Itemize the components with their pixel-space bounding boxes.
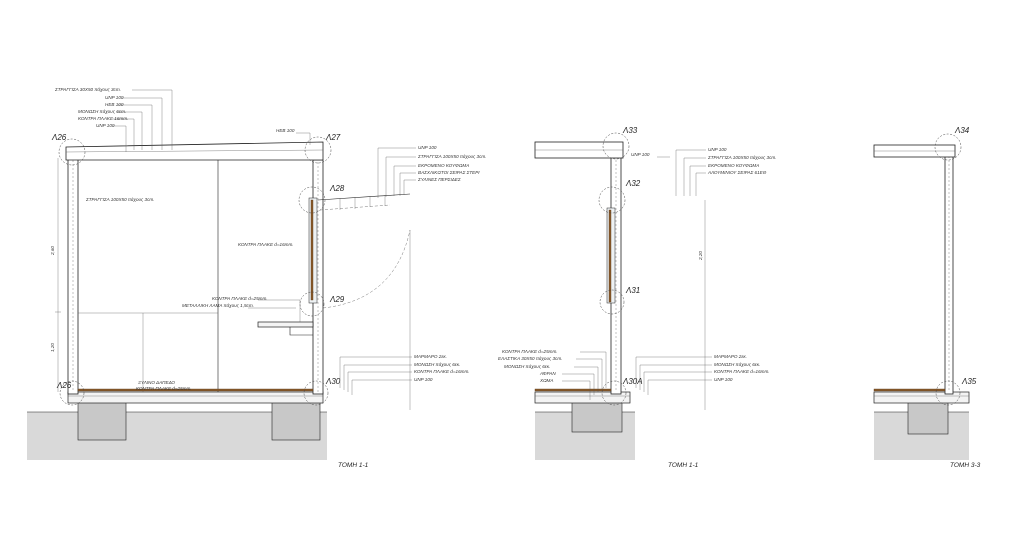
tag-A30: Λ30: [325, 377, 341, 386]
s2-bottom-label-3: ΚΟΝΤΡΑ ΠΛΑΚΕ d=16mm.: [714, 369, 770, 374]
label-plywood-wall: ΚΟΝΤΡΑ ΠΛΑΚΕ d=16mm.: [238, 242, 294, 247]
top-label-2: UNP 100: [105, 95, 124, 100]
label-metal-plate: ΜΕΤΑΛΛΙΚΗ ΛΑΜΑ πάχους 1,5cm.: [182, 303, 254, 308]
bottom-label-1: ΜΑΡΜΑΡΟ 2εκ.: [414, 354, 447, 359]
s2-right-label-1: UNP 100: [708, 147, 727, 152]
label-heb: HEB 100: [276, 128, 295, 133]
window-timber: [310, 199, 314, 301]
foundation-2: [571, 401, 623, 433]
top-label-5: ΚΟΝΤΡΑ ΠΛΑΚΕ 16mm.: [78, 116, 128, 121]
s2-left-label-1: ΚΟΝΤΡΑ ΠΛΑΚΕ d=25mm.: [502, 349, 558, 354]
top-label-4: ΜΟΝΩΣΗ πάχους 6cm.: [78, 109, 126, 114]
bottom-label-4: UNP 100: [414, 377, 433, 382]
label-roof-cladding: ΣΤΡΑΓΓΙΣΑ 100Χ50 πάχους 3cm.: [85, 197, 155, 202]
s2-bottom-label-4: UNP 100: [714, 377, 733, 382]
top-label-3: HEB 100: [105, 102, 124, 107]
top-label-1: ΣΤΡΑΓΓΙΣΑ 30Χ50 πάχους 3cm.: [54, 87, 121, 92]
foundation-3: [907, 401, 949, 435]
s2-left-label-2: ΕΛΑΣΤΙΚΑ 30Χ50 πάχους 3cm.: [498, 356, 562, 361]
bottom-label-2: ΜΟΝΩΣΗ πάχους 6εκ.: [414, 362, 460, 367]
tag-A28: Λ28: [329, 184, 345, 193]
dim-3: 2,20: [698, 251, 703, 261]
floor-finish-2: [534, 388, 612, 392]
label-plywood-floor: ΚΟΝΤΡΑ ΠΛΑΚΕ d=25mm.: [136, 386, 192, 391]
section-3: Λ34 Λ35 ΤΟΜΗ 3-3: [873, 126, 981, 469]
tag-A27: Λ27: [325, 133, 341, 142]
dim-2: 1,20: [50, 343, 55, 352]
bench: [257, 321, 314, 328]
s2-left-label-3: ΜΟΝΩΣΗ πάχους 6εκ.: [504, 364, 550, 369]
tag-A26-top: Λ26: [51, 133, 67, 142]
section-1-title: ΤΟΜΗ 1-1: [338, 462, 369, 469]
right-label-4: ΒΑΣΧΛΙΚΩΤΟΙ ΣΕΙΡΑΣ ΣΤΕΡΙ: [418, 170, 480, 175]
right-label-3: ΕΚΡΟΜΕΝΟ ΚΟΥΦΩΜΑ: [418, 163, 469, 168]
tag-A33: Λ33: [622, 126, 638, 135]
floor-slab-2: [534, 391, 631, 404]
section-2-title: ΤΟΜΗ 1-1: [668, 462, 699, 469]
dim-1: 2,60: [50, 246, 55, 256]
right-label-1: UNP 100: [418, 145, 437, 150]
tag-A34: Λ34: [954, 126, 970, 135]
tag-A32: Λ32: [625, 179, 641, 188]
s2-right-label-4: ΑΛΟΥΜΙΝΙΟΥ ΣΕΙΡΑΣ 61ΕΘ: [707, 170, 767, 175]
s2-right-label-3: ΕΚΡΟΜΕΝΟ ΚΟΥΦΩΜΑ: [708, 163, 759, 168]
tag-A35: Λ35: [961, 377, 977, 386]
s2-bottom-label-2: ΜΟΝΩΣΗ πάχους 6εκ.: [714, 362, 760, 367]
label-wood-floor: ΞΥΛΙΝΟ ΔΑΠΕΔΟ: [137, 380, 175, 385]
s2-right-label-2: ΣΤΡΑΓΓΙΣΑ 100Χ50 πάχους 3cm.: [707, 155, 777, 160]
label-plywood-bench: ΚΟΝΤΡΑ ΠΛΑΚΕ d=25mm.: [212, 296, 268, 301]
tag-A26-bottom: Λ26: [56, 381, 72, 390]
right-label-5: ΣΥΛΙΝΕΣ ΠΕΡΣΙΔΕΣ: [417, 177, 461, 182]
s2-bottom-label-1: ΜΑΡΜΑΡΟ 2εκ.: [714, 354, 747, 359]
section-1: 2,60 1,20 Λ26 Λ27 Λ28 Λ29 Λ26 Λ30 ΣΤΡΑΓΓ…: [27, 87, 487, 469]
label-unp-2: UNP 100: [631, 152, 650, 157]
floor-finish: [77, 388, 314, 392]
s2-left-label-5: ΧΩΜΑ: [539, 378, 553, 383]
foundation-right: [271, 401, 321, 441]
floor-slab: [67, 391, 324, 404]
top-label-6: UNP 100: [96, 123, 115, 128]
floor-finish-3: [873, 388, 946, 392]
bottom-label-3: ΚΟΝΤΡΑ ΠΛΑΚΕ d=16mm.: [414, 369, 470, 374]
section-2: Λ33 Λ32 Λ31 Λ30Α UNP 100 2,20 UNP 100 ΣΤ…: [498, 126, 777, 469]
foundation-left: [77, 401, 127, 441]
right-label-2: ΣΤΡΑΓΓΙΣΑ 100Χ50 πάχους 3cm.: [417, 154, 487, 159]
tag-A29: Λ29: [329, 295, 345, 304]
timber-2: [608, 209, 612, 303]
section-3-title: ΤΟΜΗ 3-3: [950, 462, 981, 469]
tag-A31: Λ31: [625, 286, 640, 295]
s2-left-label-4: ΑΦΡΑΝ: [539, 371, 556, 376]
tag-A30A: Λ30Α: [622, 377, 643, 386]
floor-slab-3: [873, 391, 970, 404]
swing-arc: [322, 229, 411, 309]
